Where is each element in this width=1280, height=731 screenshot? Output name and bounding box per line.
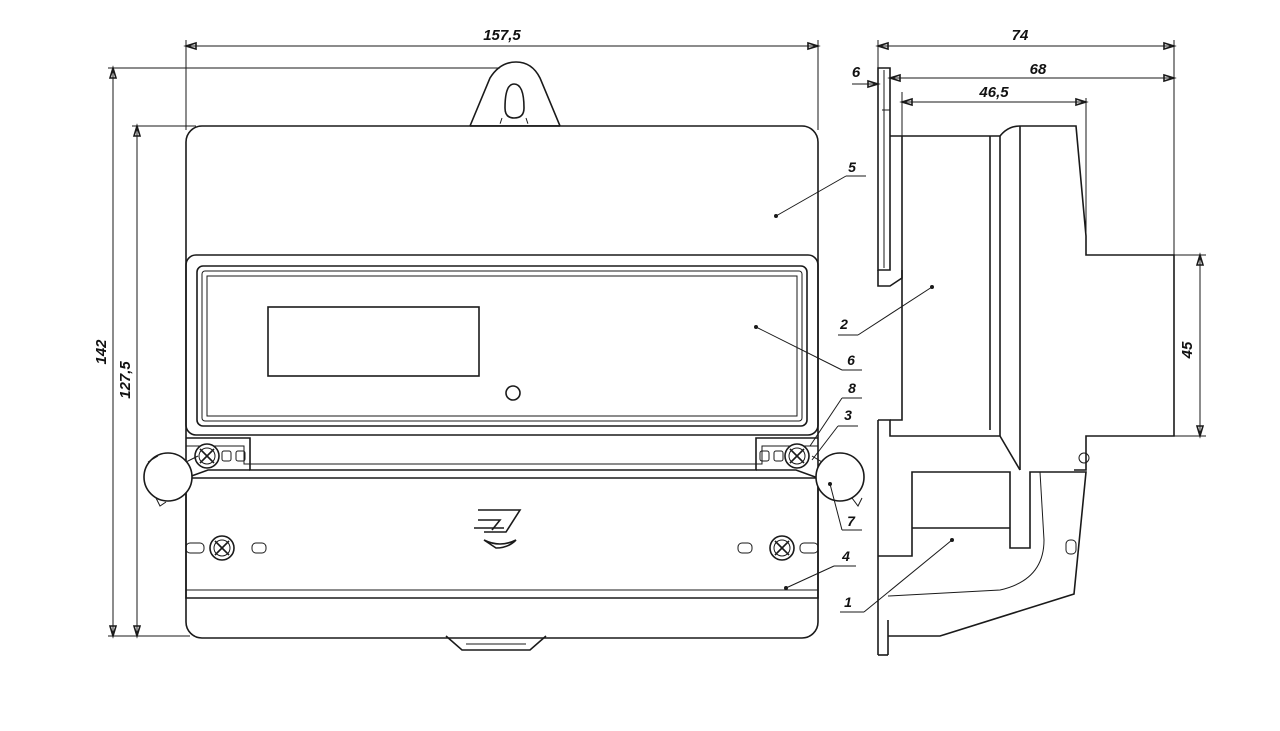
dim-overall-height: 142: [93, 339, 110, 365]
terminal-cover: [185, 477, 819, 599]
window-frame-outer: [185, 254, 819, 436]
dim-bracket-thickness: 6: [852, 64, 861, 81]
side-housing: [890, 125, 1175, 471]
mounting-bracket: [877, 67, 891, 271]
dim-overall-width: 157,5: [483, 27, 521, 44]
dim-side-depth-46-5: 46,5: [978, 84, 1009, 101]
terminal-cover-top: [185, 469, 819, 479]
callout-2: 2: [839, 316, 848, 332]
callout-5: 5: [848, 159, 856, 175]
din-latch: [445, 635, 547, 651]
lcd-display: [267, 306, 480, 377]
hook-slot: [504, 83, 525, 119]
bracket-foot: [877, 270, 903, 287]
led-indicator: [505, 385, 521, 401]
callout-7: 7: [847, 513, 856, 529]
front-dimensions: 157,5 142 127,5: [93, 27, 821, 639]
dim-din-rail-height: 45: [1179, 341, 1196, 359]
terminal-screw-left: [185, 535, 267, 561]
callout-8: 8: [848, 380, 856, 396]
callout-1: 1: [844, 594, 852, 610]
manufacturer-logo: [474, 509, 522, 549]
side-terminal-cover: [878, 471, 1087, 637]
dim-side-depth-total: 74: [1012, 27, 1029, 44]
window-glass: [206, 275, 798, 417]
callout-4: 4: [841, 548, 850, 564]
side-dimensions: 74 68 6 46,5 45: [852, 27, 1206, 439]
terminal-seal-band: [186, 437, 818, 471]
terminal-screw-right: [737, 535, 819, 561]
window-frame-mid: [196, 265, 808, 427]
side-housing-left: [890, 136, 903, 421]
seal-knob-left: [143, 452, 199, 507]
dim-side-depth-68: 68: [1030, 61, 1047, 78]
side-terminal-slot: [1065, 539, 1077, 555]
front-view: [143, 61, 865, 651]
housing-top-cover: [185, 125, 819, 639]
callout-3: 3: [844, 407, 852, 423]
window-frame-inner: [201, 270, 803, 422]
hanging-hook: [468, 61, 562, 127]
side-view: [877, 67, 1175, 656]
callout-6: 6: [847, 352, 855, 368]
seal-screw-top-right: [759, 443, 810, 469]
dim-body-height: 127,5: [117, 361, 134, 399]
seal-knob-right: [811, 452, 865, 507]
seal-screw-top-left: [194, 443, 246, 469]
terminal-seal-band-inner: [186, 445, 818, 465]
callouts: 5 6 8 3 7 4 2 1: [754, 159, 954, 613]
